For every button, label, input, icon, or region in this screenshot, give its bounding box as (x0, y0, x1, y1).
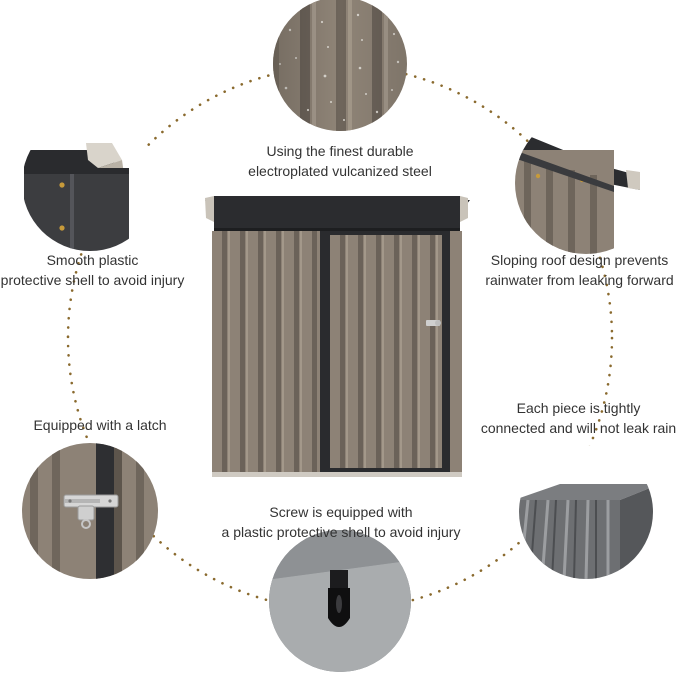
caption-panels: Each piece is tightly connected and will… (478, 398, 679, 438)
screw-cap-image (269, 530, 411, 672)
caption-screw: Screw is equipped with a plastic protect… (210, 502, 472, 542)
shed-front-image (205, 196, 470, 477)
caption-plastic-shell: Smooth plastic protective shell to avoid… (0, 250, 185, 290)
caption-screw-line1: Screw is equipped with (269, 504, 413, 520)
caption-steel: Using the finest durable electroplated v… (200, 141, 480, 181)
sloping-roof-image (515, 112, 657, 254)
interlocking-panels-image (519, 445, 653, 579)
caption-latch: Equipped with a latch (0, 415, 200, 435)
caption-panels-line1: Each piece is tightly (516, 400, 641, 416)
caption-steel-line1: Using the finest durable (266, 143, 414, 159)
caption-sloping-roof-line1: Sloping roof design prevents (490, 252, 669, 268)
caption-plastic-shell-line2: protective shell to avoid injury (0, 272, 185, 288)
caption-panels-line2: connected and will not leak rain (480, 420, 677, 436)
steel-texture-image (273, 0, 407, 131)
caption-latch-line1: Equipped with a latch (33, 417, 167, 433)
roof-corner-image (22, 115, 158, 251)
caption-sloping-roof: Sloping roof design prevents rainwater f… (480, 250, 679, 290)
caption-steel-line2: electroplated vulcanized steel (248, 163, 432, 179)
caption-screw-line2: a plastic protective shell to avoid inju… (221, 524, 461, 540)
caption-sloping-roof-line2: rainwater from leaking forward (485, 272, 674, 288)
caption-plastic-shell-line1: Smooth plastic (46, 252, 139, 268)
latch-image (22, 443, 158, 579)
